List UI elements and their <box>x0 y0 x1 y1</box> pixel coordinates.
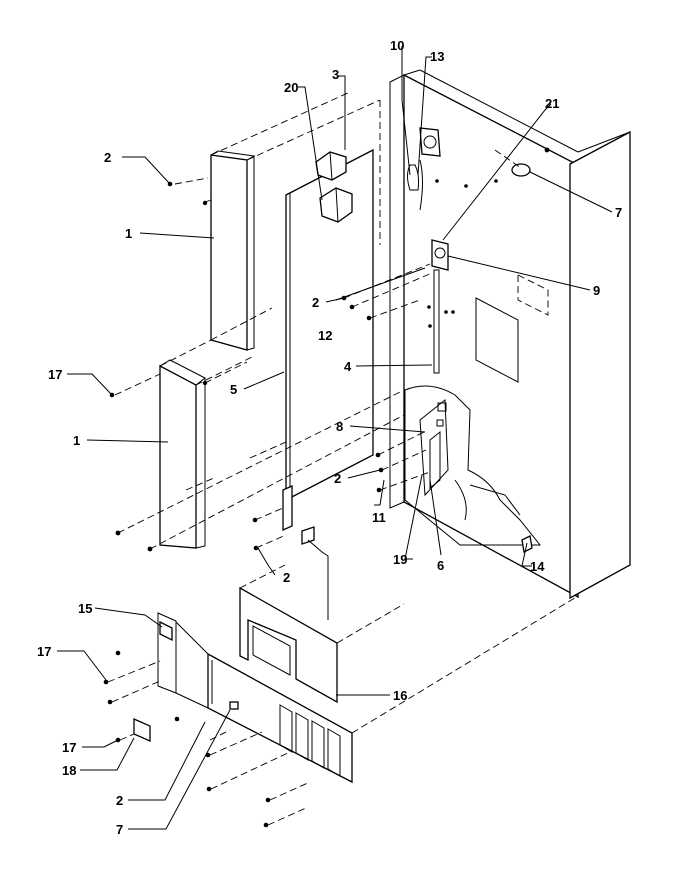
callout-18: 18 <box>62 763 76 778</box>
callout-17-mid: 17 <box>37 644 51 659</box>
cabinet-body <box>389 69 631 600</box>
leader-lines <box>57 46 613 830</box>
callout-2-top: 2 <box>104 150 111 165</box>
cover-plate <box>239 586 338 704</box>
callout-2-mid: 2 <box>312 295 319 310</box>
callout-8: 8 <box>336 419 343 434</box>
callout-14: 14 <box>530 559 545 574</box>
bottom-grille-panel <box>133 612 353 784</box>
callout-5: 5 <box>230 382 237 397</box>
callout-6: 6 <box>437 558 444 573</box>
center-panel <box>282 148 374 620</box>
callout-19: 19 <box>393 552 407 567</box>
callout-2-low: 2 <box>283 570 290 585</box>
callout-1-upper: 1 <box>125 226 132 241</box>
fasteners <box>103 181 384 828</box>
callout-9: 9 <box>593 283 600 298</box>
callout-4: 4 <box>344 359 352 374</box>
callout-labels: 2 1 17 1 3 20 10 13 21 7 9 2 12 4 5 8 2 … <box>37 38 622 837</box>
lower-side-panel <box>115 359 208 552</box>
callout-15: 15 <box>78 601 92 616</box>
callout-10: 10 <box>390 38 404 53</box>
assembly-lines <box>107 91 579 826</box>
callout-12: 12 <box>318 328 332 343</box>
callout-21: 21 <box>545 96 559 111</box>
upper-side-panel <box>202 150 256 351</box>
callout-16: 16 <box>393 688 407 703</box>
callout-11: 11 <box>372 510 386 525</box>
callout-1-lower: 1 <box>73 433 80 448</box>
callout-2-bottom: 2 <box>116 793 123 808</box>
callout-20: 20 <box>284 80 298 95</box>
callout-7-upper: 7 <box>615 205 622 220</box>
callout-13: 13 <box>430 49 444 64</box>
callout-2-right: 2 <box>334 471 341 486</box>
callout-7-lower: 7 <box>116 822 123 837</box>
callout-17-left: 17 <box>48 367 62 382</box>
callout-17-bottom: 17 <box>62 740 76 755</box>
callout-3: 3 <box>332 67 339 82</box>
